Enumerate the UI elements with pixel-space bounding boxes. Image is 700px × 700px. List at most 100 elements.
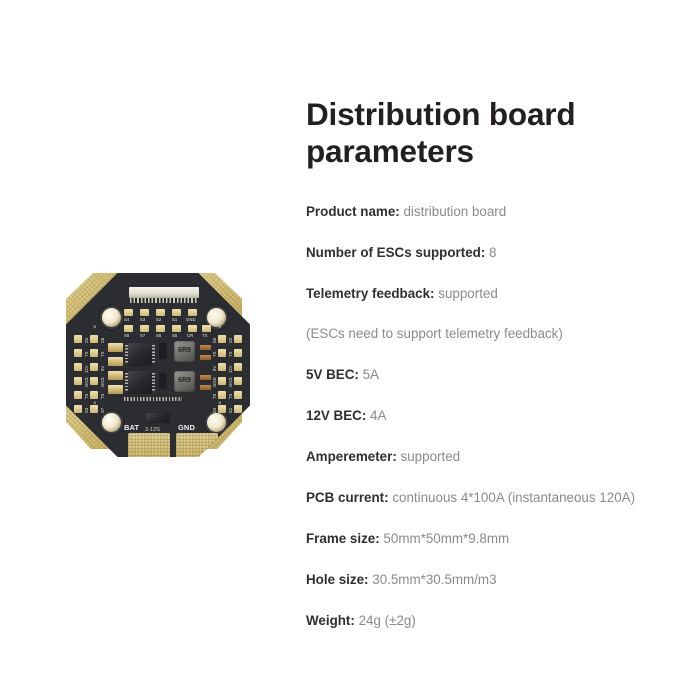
spec-label: Frame size: [306,530,380,546]
pcb-pad-right-inner-5 [218,391,226,399]
pcb-pad-right-outer-4 [234,377,242,385]
pcb-x-mark-bl: × [93,401,97,407]
spec-value: 5A [362,367,379,383]
parameters-panel: Distribution board parameters Product na… [306,96,686,655]
pcb-silk-left-outer-5: TX [84,393,89,399]
pcb-silk-left-outer-2: TX [84,351,89,357]
pcb-silk-right-outer-1: S2 [228,337,233,343]
pcb-silk-left-outer-1: S4 [84,337,89,343]
pcb-silk-s6: S6 [156,333,162,338]
pcb-pad-s7 [140,325,149,332]
pcb-mosfet-driver-1 [128,343,152,365]
spec-row: Telemetry feedback: supported [306,285,686,301]
pcb-silk-right-inner-5: TX [212,393,217,399]
pcb-regulator-2 [159,373,167,389]
pcb-resistor-2 [200,355,211,360]
page-title-line-1: Distribution board [306,96,576,132]
fpc-connector [129,287,199,298]
pcb-pad-left-outer-2 [74,349,82,357]
pcb-pad-s1 [172,309,181,316]
spec-row: Amperemeter: supported [306,450,686,463]
pcb-pad-left-inner-6 [90,405,98,413]
pcb-inductor-1-marking: 6R9 [178,347,191,354]
pcb-ic-legs-right-1 [152,345,155,363]
spec-value: supported [400,449,461,465]
pcb-x-mark-tr: × [218,325,222,331]
pcb-capacitor-1 [108,343,123,352]
pcb-pad-right-outer-1 [234,335,242,343]
spec-value: supported [438,285,498,301]
pcb-pad-right-inner-1 [218,335,226,343]
spec-row: Weight: 24g (±2g) [306,614,686,627]
pcb-pad-left-outer-6 [74,405,82,413]
spec-row: Product name: distribution board [306,204,686,218]
pcb-silk-left-inner-1: S8 [100,337,105,343]
pcb-pad-left-inner-4 [90,377,98,385]
pcb-inductor-2: 6R9 [174,371,195,392]
pcb-silk-right-inner-3: 5V [212,365,217,371]
mounting-hole-bottom-left [102,413,121,432]
pcb-pad-left-inner-3 [90,363,98,371]
pcb-pad-cr [188,325,197,332]
spec-label: Weight: [306,612,355,628]
spec-label: PCB current: [306,490,389,506]
pcb-silk-gnd-top: GND [186,317,196,322]
spec-row: (ESCs need to support telemetry feedback… [306,327,686,340]
spec-row: Frame size: 50mm*50mm*9.8mm [306,532,686,545]
pcb-pad-left-inner-5 [90,391,98,399]
pcb-silk-trace-row [124,397,182,401]
spec-label: 5V BEC: [306,367,359,383]
pcb-silk-s7: S7 [140,333,146,338]
pcb-substrate: × × × × S4 S3 S2 S1 GND [66,273,250,457]
pcb-ic-legs-right-2 [152,373,155,391]
pcb-silk-right-outer-3: 12V [228,365,233,373]
pcb-pad-left-inner-2 [90,349,98,357]
pcb-bat-fet [146,413,170,422]
page-title-line-2: parameters [306,132,474,169]
pcb-silk-left-inner-5: TX [100,393,105,399]
pcb-pad-right-inner-6 [218,405,226,413]
mounting-hole-top-left [102,308,121,327]
pcb-silk-right-outer-2: TX [228,351,233,357]
spec-value: 50mm*50mm*9.8mm [383,530,510,546]
mounting-hole-top-right [207,308,226,327]
pcb-pad-right-outer-2 [234,349,242,357]
pcb-silk-right-inner-4: GND [212,377,217,387]
pcb-capacitor-2 [108,357,123,366]
pcb-inductor-2-marking: 6R9 [178,377,191,384]
pcb-silk-left-outer-3: 12V [84,365,89,373]
pcb-x-mark-br: × [218,401,222,407]
page-title: Distribution board parameters [306,96,646,170]
pcb-silk-right-inner-6: S5 [212,407,217,413]
pcb-inductor-1: 6R9 [174,341,195,362]
pcb-silk-bat: BAT [124,423,140,432]
pcb-silk-s8: S8 [124,333,130,338]
spec-label: Number of ESCs supported: [306,244,486,260]
pcb-silk-s5: S5 [172,333,178,338]
pcb-silk-left-outer-6: S3 [84,407,89,413]
pcb-regulator-1 [159,343,167,359]
pcb-x-mark-tl: × [93,325,97,331]
pcb-silk-s3-top: S3 [140,317,146,322]
pcb-pad-right-outer-6 [234,405,242,413]
pcb-silk-left-inner-4: GND [100,377,105,387]
pcb-ic-legs-left-1 [125,345,128,363]
pcb-pad-s6 [156,325,165,332]
pcb-silk-voltage: 3-12S [145,427,160,433]
fpc-connector-pins [130,298,198,303]
spec-value: 8 [489,244,497,260]
pcb-pad-right-outer-5 [234,391,242,399]
pcb-pad-gnd-top [188,309,197,316]
spec-row: Hole size: 30.5mm*30.5mm/m3 [306,573,686,586]
pcb-pad-bat-pour [128,433,170,457]
pcb-pad-right-outer-3 [234,363,242,371]
pcb-pad-left-outer-4 [74,377,82,385]
spec-value: continuous 4*100A (instantaneous 120A) [392,490,636,506]
pcb-pad-s3 [140,309,149,316]
pcb-capacitor-3 [108,371,123,380]
spec-row: 12V BEC: 4A [306,409,686,422]
pcb-silk-right-inner-1: S6 [212,337,217,343]
pcb-pad-left-outer-5 [74,391,82,399]
